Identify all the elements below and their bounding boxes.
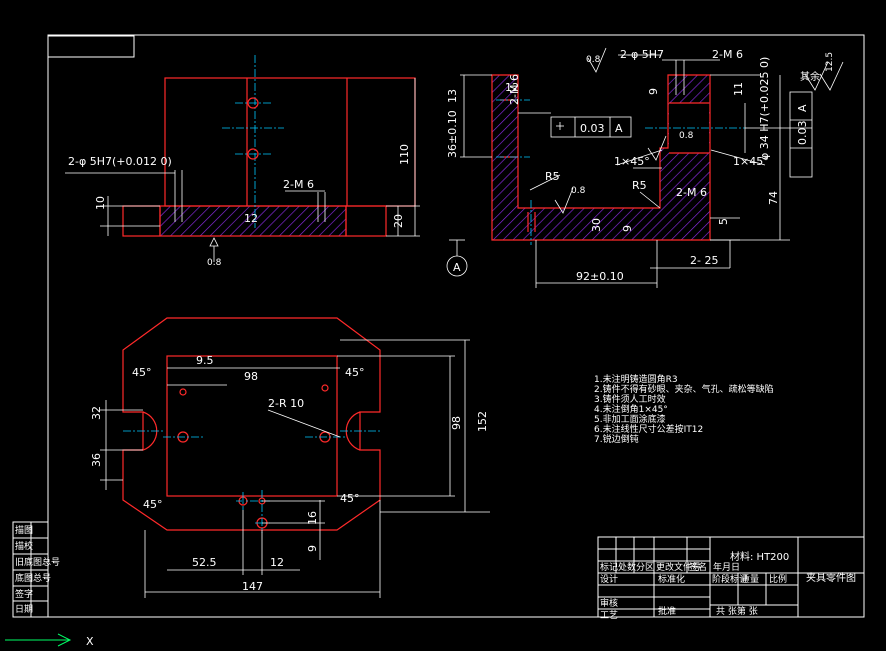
- side-ra-2: 0.8: [571, 186, 586, 196]
- tb-sheets: 共 张第 张: [716, 605, 758, 617]
- rev-head-3: 更改文件号: [656, 561, 701, 573]
- side-m6-b: 2-M 6: [712, 48, 743, 61]
- note-line-7: 7.锐边倒钝: [594, 433, 639, 445]
- side-dim-30: 30: [590, 218, 603, 232]
- top-dim-52-5: 52.5: [192, 556, 217, 569]
- note-line-5: 5.非加工面涂底漆: [594, 413, 666, 425]
- front-thread-dim: 2-M 6: [283, 178, 314, 191]
- side-hole: 2-φ 5H7: [620, 48, 664, 61]
- front-dim-10: 10: [94, 196, 107, 210]
- side-ra-3: 0.8: [679, 131, 694, 141]
- tb-process: 工艺: [600, 610, 618, 621]
- stack-label-3: 底图总号: [15, 572, 51, 584]
- top-dim-152: 152: [476, 411, 489, 432]
- tb-ratio: 比例: [769, 573, 787, 585]
- note-line-4: 4.未注倒角1×45°: [594, 403, 668, 415]
- side-chamfer-1: 1×45°: [614, 155, 650, 168]
- front-dim-12: 12: [244, 212, 258, 225]
- top-angle-3: 45°: [143, 498, 163, 511]
- tb-approve: 批准: [658, 605, 676, 617]
- top-dim-9: 9: [306, 545, 319, 552]
- top-dim-r10: 2-R 10: [268, 397, 304, 410]
- roughness-other-value: 12.5: [825, 52, 835, 72]
- top-angle-4: 45°: [340, 492, 360, 505]
- material-label: 材料: HT200: [730, 550, 789, 563]
- section-datum-label: A: [453, 261, 461, 274]
- side-dim-92: 92±0.10: [576, 270, 624, 283]
- top-angle-2: 45°: [345, 366, 365, 379]
- stack-label-0: 描图: [15, 524, 33, 536]
- front-dim-20: 20: [392, 214, 405, 228]
- sheet-border: [47, 34, 865, 618]
- top-dim-98: 98: [244, 370, 258, 383]
- drawing-title: 夹具零件图: [806, 571, 856, 584]
- rev-head-2: 分区: [636, 562, 654, 573]
- top-dim-9-5: 9.5: [196, 354, 214, 367]
- ucs-icon: X: [5, 633, 94, 648]
- tb-stage: 阶段标记: [712, 573, 748, 585]
- side-section-view: 12 13 2-M 6 36±0.10 2-φ 5H7 2-M 6 9 11 φ…: [446, 47, 844, 288]
- side-tol-2-ref: A: [796, 104, 809, 112]
- front-view: 2-φ 5H7(+0.012 0) 110 20 2-M 6 10 12 0.8: [65, 55, 420, 268]
- side-dim-12: 12: [505, 81, 519, 94]
- title-block: 材料: HT200 夹具零件图 标记 处数 分区 更改文件号 签名 年月日 设计…: [597, 536, 865, 621]
- top-left-tag-box: [47, 35, 135, 58]
- tb-weight: 重量: [741, 573, 759, 585]
- side-dim-25: 2- 25: [690, 254, 718, 267]
- roughness-other-label: 其余: [800, 70, 820, 83]
- note-line-2: 2.铸件不得有砂眼、夹杂、气孔、疏松等缺陷: [594, 383, 774, 395]
- side-m6-a: 2-M 6: [508, 74, 521, 105]
- note-line-6: 6.未注线性尺寸公差按IT12: [594, 423, 703, 435]
- stack-label-2: 旧底图总号: [15, 556, 60, 568]
- side-chamfer-2: 1×45°: [733, 155, 769, 168]
- side-dim-36: 36±0.10: [446, 110, 459, 158]
- side-bore: φ 34 H7(+0.025 0): [758, 57, 771, 160]
- side-dim-11: 11: [732, 82, 745, 96]
- top-angle-1: 45°: [132, 366, 152, 379]
- side-tol-1-ref: A: [615, 122, 623, 135]
- left-stack: 描图 描校 旧底图总号 底图总号 签字 日期: [12, 521, 60, 618]
- top-dim-12: 12: [270, 556, 284, 569]
- side-m6-c: 2-M 6: [676, 186, 707, 199]
- top-dim-36: 36: [90, 453, 103, 467]
- front-roughness: 0.8: [207, 258, 222, 268]
- rev-head-0: 标记: [600, 561, 618, 573]
- technical-notes: 1.未注明铸造圆角R32.铸件不得有砂眼、夹杂、气孔、疏松等缺陷3.铸件须人工时…: [594, 373, 774, 445]
- side-r5-b: R5: [632, 179, 647, 192]
- stack-label-4: 签字: [15, 588, 33, 600]
- top-dim-147: 147: [242, 580, 263, 593]
- top-view: 45° 45° 45° 45° 9.5 98 2-R 10 32 36 98 1…: [90, 317, 490, 598]
- top-dim-16: 16: [306, 511, 319, 525]
- side-ra-1: 0.8: [586, 55, 601, 65]
- front-hole-dim: 2-φ 5H7(+0.012 0): [68, 155, 172, 168]
- side-dim-9b: 9: [621, 225, 634, 232]
- note-line-3: 3.铸件须人工时效: [594, 393, 666, 405]
- tb-review: 审核: [600, 597, 618, 609]
- stack-label-5: 日期: [15, 604, 33, 615]
- stack-label-1: 描校: [15, 540, 33, 552]
- side-dim-74: 74: [767, 191, 780, 205]
- top-dim-32: 32: [90, 406, 103, 420]
- tb-design: 设计: [600, 573, 618, 585]
- side-r5-a: R5: [545, 170, 560, 183]
- rev-head-4: 签名: [689, 561, 707, 573]
- rev-head-1: 处数: [618, 561, 636, 573]
- side-dim-13: 13: [446, 89, 459, 103]
- side-dim-9: 9: [647, 88, 660, 95]
- side-tol-1: 0.03: [580, 122, 605, 135]
- side-dim-5: 5: [717, 218, 730, 225]
- tb-standard: 标准化: [658, 573, 685, 585]
- note-line-1: 1.未注明铸造圆角R3: [594, 373, 678, 385]
- side-tol-2: 0.03: [796, 121, 809, 146]
- front-dim-110: 110: [398, 144, 411, 165]
- ucs-x-label: X: [86, 635, 94, 647]
- rev-head-5: 年月日: [713, 561, 740, 573]
- top-dim-98-vert: 98: [450, 416, 463, 430]
